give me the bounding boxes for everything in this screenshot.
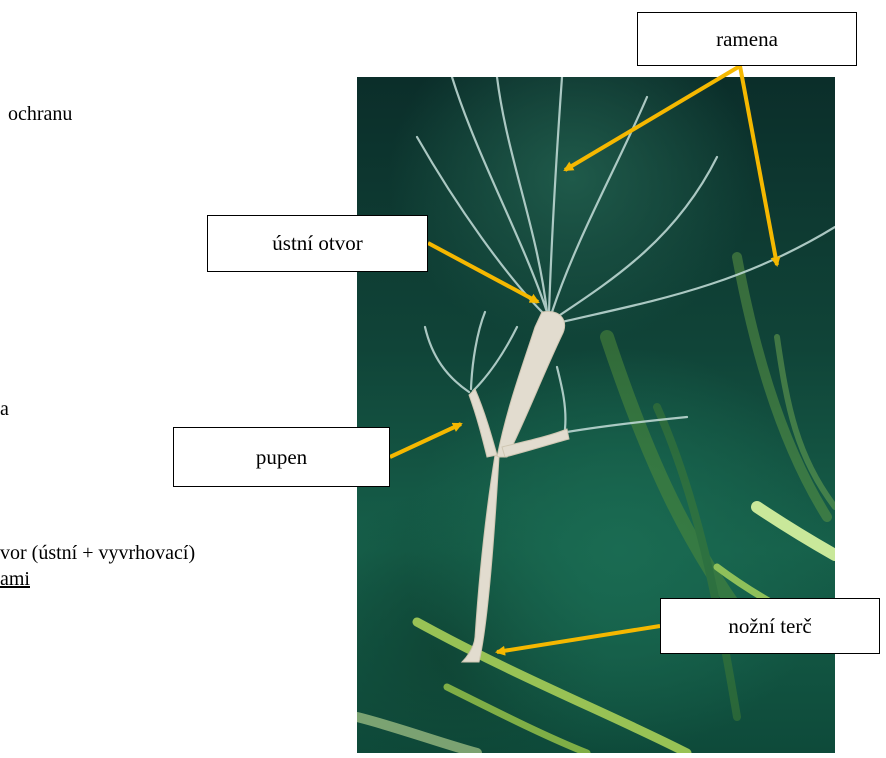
label-nozni-terc: nožní terč <box>660 598 880 654</box>
text-fragment-a: a <box>0 397 9 421</box>
label-ramena: ramena <box>637 12 857 66</box>
label-ustni-otvor: ústní otvor <box>207 215 428 272</box>
text-fragment-vor: vor (ústní + vyvrhovací) <box>0 541 195 565</box>
text-fragment-ochranu: ochranu <box>8 102 72 126</box>
text-fragment-ami: ami <box>0 567 30 591</box>
label-pupen: pupen <box>173 427 390 487</box>
